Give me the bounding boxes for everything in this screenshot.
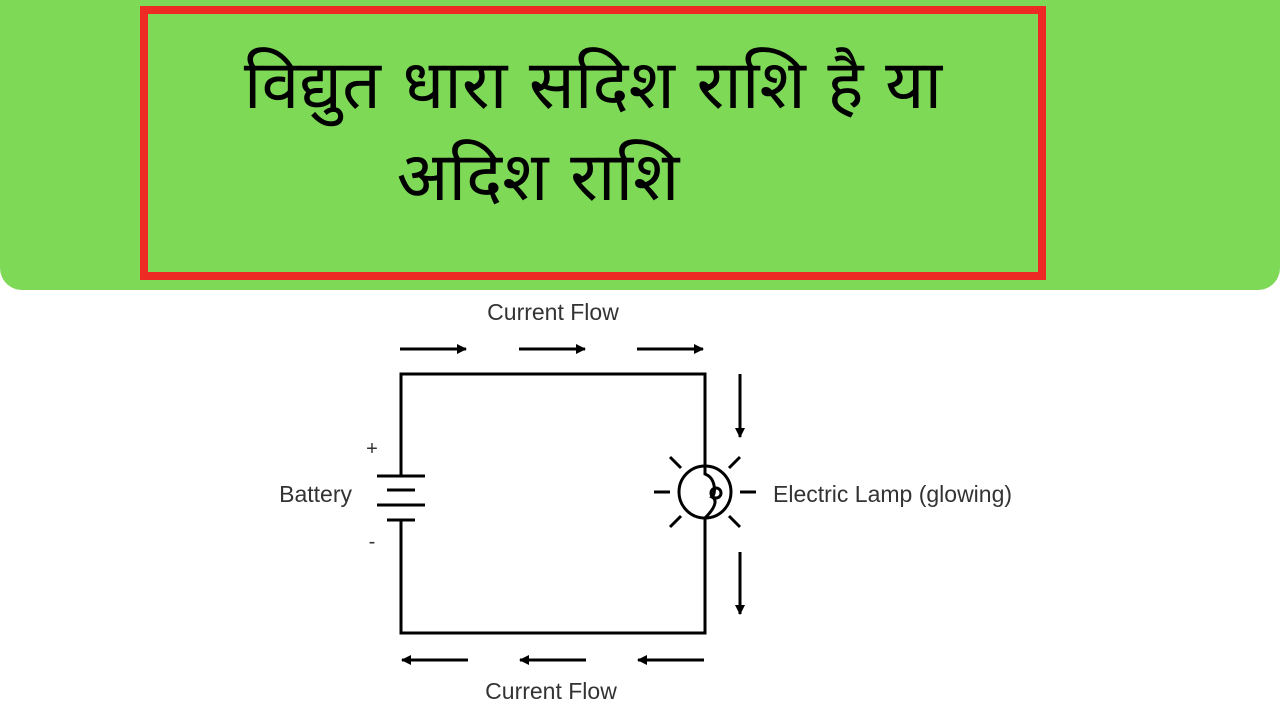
battery-label: Battery [279,481,352,507]
wire-top [399,372,707,476]
glow-ray-upper-right [727,455,742,470]
glow-ray-lower-right [727,514,742,529]
battery-plus-sign: + [366,438,378,460]
circuit-wires [399,372,707,635]
circuit-diagram: Current Flow Current Flow + - Battery [279,299,1012,704]
title-line-2: अदिश राशि [396,138,680,217]
lamp-symbol [677,464,733,520]
lamp-filament-loop [709,486,723,500]
bottom-current-flow-label: Current Flow [485,678,617,704]
top-current-flow-label: Current Flow [487,299,619,325]
title-frame: विद्युत धारा सदिश राशि है या अदिश राशि [140,6,1046,280]
wire-bottom [399,518,707,635]
battery-minus-sign: - [369,531,376,553]
lamp-label: Electric Lamp (glowing) [773,481,1012,507]
glow-ray-lower-left [668,514,683,529]
title-line-1: विद्युत धारा सदिश राशि है या [243,46,943,125]
battery-symbol [377,474,425,522]
lamp-glow-rays [654,455,756,529]
title-banner: विद्युत धारा सदिश राशि है या अदिश राशि [0,0,1280,290]
glow-ray-upper-left [668,455,683,470]
